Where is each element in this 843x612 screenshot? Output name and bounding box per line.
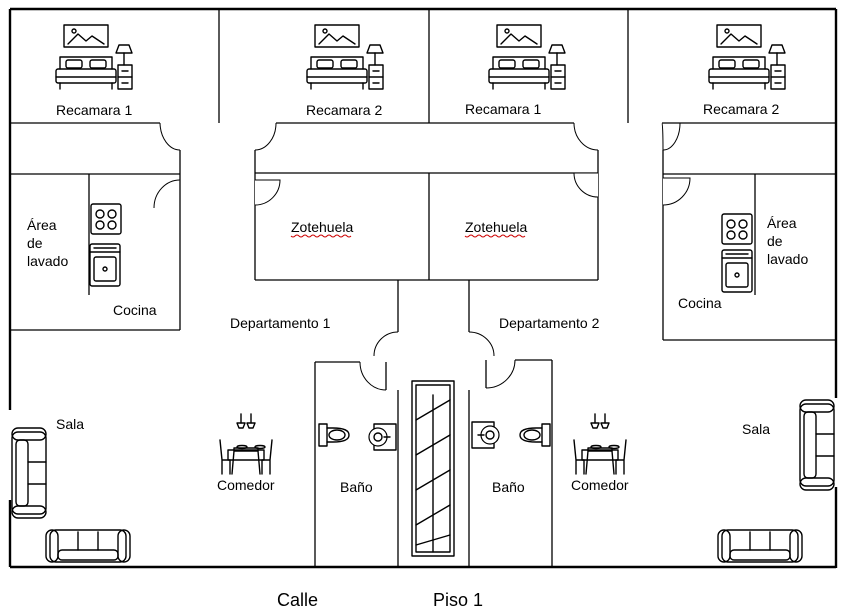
label-recamara-2-right: Recamara 2 xyxy=(703,101,779,117)
label-sala-left: Sala xyxy=(56,416,84,432)
label-bano-left: Baño xyxy=(340,479,373,495)
label-area-lavado-right-2: de xyxy=(767,233,783,249)
label-zotehuela-right: Zotehuela xyxy=(465,219,527,235)
label-cocina-left: Cocina xyxy=(113,302,157,318)
label-zotehuela-left: Zotehuela xyxy=(291,219,353,235)
room-labels: Recamara 1 Recamara 2 Recamara 1 Recamar… xyxy=(27,101,808,610)
sink-icon xyxy=(89,243,753,293)
label-area-lavado-left-3: lavado xyxy=(27,253,68,269)
label-recamara-1-right: Recamara 1 xyxy=(465,101,541,117)
outer-walls xyxy=(8,7,838,569)
toilet-icon xyxy=(318,423,551,447)
label-calle: Calle xyxy=(277,590,318,610)
label-area-lavado-right-1: Área xyxy=(767,215,797,231)
sofa-icon xyxy=(11,399,835,563)
label-area-lavado-left-2: de xyxy=(27,235,43,251)
interior-walls xyxy=(10,9,836,567)
label-comedor-left: Comedor xyxy=(217,477,275,493)
label-departamento-2: Departamento 2 xyxy=(499,315,600,331)
label-departamento-1: Departamento 1 xyxy=(230,315,331,331)
bedroom-furniture xyxy=(55,24,786,90)
label-sala-right: Sala xyxy=(742,421,770,437)
door-swing-icon xyxy=(153,122,691,391)
label-area-lavado-left-1: Área xyxy=(27,217,57,233)
label-recamara-1-left: Recamara 1 xyxy=(56,102,132,118)
label-area-lavado-right-3: lavado xyxy=(767,251,808,267)
washbasin-icon xyxy=(368,421,500,451)
stove-icon xyxy=(90,203,753,245)
label-piso: Piso 1 xyxy=(433,590,483,610)
label-comedor-right: Comedor xyxy=(571,477,629,493)
label-cocina-right: Cocina xyxy=(678,295,722,311)
label-recamara-2-left: Recamara 2 xyxy=(306,102,382,118)
stairs-icon xyxy=(411,380,455,557)
dining-table-icon xyxy=(219,413,627,475)
label-bano-right: Baño xyxy=(492,479,525,495)
